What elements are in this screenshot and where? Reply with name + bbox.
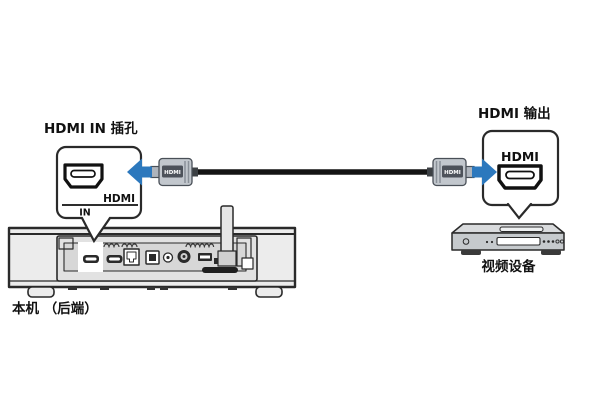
hdmi-port-icon xyxy=(63,163,104,189)
hdmi-plug-left: HDMI xyxy=(150,157,198,187)
callout-in-label: IN xyxy=(79,208,91,219)
cable-tie-bracket-right xyxy=(236,237,254,270)
video-device-label: 视频设备 xyxy=(481,259,536,275)
soundbar-rear-illustration xyxy=(7,205,297,298)
wireless-antenna xyxy=(202,205,238,273)
hdmi-port-icon xyxy=(497,164,543,190)
device-display-window xyxy=(496,236,541,246)
callout-pointer-fill xyxy=(508,203,531,218)
ethernet-port xyxy=(123,248,140,266)
hdmi-port-1 xyxy=(83,255,99,263)
hdmi-plug-right: HDMI xyxy=(427,157,475,187)
disc-tray-slot xyxy=(499,226,544,232)
soundbar-bottom-ticks xyxy=(68,287,237,290)
soundbar-foot-left xyxy=(27,286,55,298)
front-buttons xyxy=(542,239,565,244)
plate-scallops xyxy=(103,243,215,248)
plug-hdmi-label: HDMI xyxy=(164,170,181,176)
cable-tie-bracket-left xyxy=(58,237,74,250)
hdmi-output-label: HDMI 输出 xyxy=(478,106,551,122)
usb-port xyxy=(198,253,212,261)
hdmi-cable-assembly: HDMI HDMI xyxy=(127,157,497,187)
video-device-illustration xyxy=(451,223,565,255)
arrow-right-icon xyxy=(472,158,497,186)
device-foot-left xyxy=(461,250,481,255)
hdmi-in-jack-label: HDMI IN 插孔 xyxy=(44,121,138,137)
callout-hdmi-label: HDMI xyxy=(501,149,539,164)
front-dots xyxy=(485,240,494,244)
plug-hdmi-label: HDMI xyxy=(444,170,461,176)
soundbar-foot-right xyxy=(255,286,283,298)
hdmi-out-callout: HDMI xyxy=(481,129,560,220)
subwoofer-jack xyxy=(177,250,191,263)
arrow-left-icon xyxy=(127,158,152,186)
device-foot-right xyxy=(541,250,561,255)
hdmi-port-2 xyxy=(106,255,123,263)
aux-jack xyxy=(162,252,174,263)
callout-pointer xyxy=(80,216,112,244)
power-button xyxy=(462,238,470,245)
callout-pointer xyxy=(506,202,533,220)
callout-hdmi-label: HDMI xyxy=(103,193,135,205)
callout-pointer-fill xyxy=(82,216,110,241)
unit-rear-label: 本机 （后端） xyxy=(12,301,98,317)
optical-port xyxy=(145,250,160,265)
